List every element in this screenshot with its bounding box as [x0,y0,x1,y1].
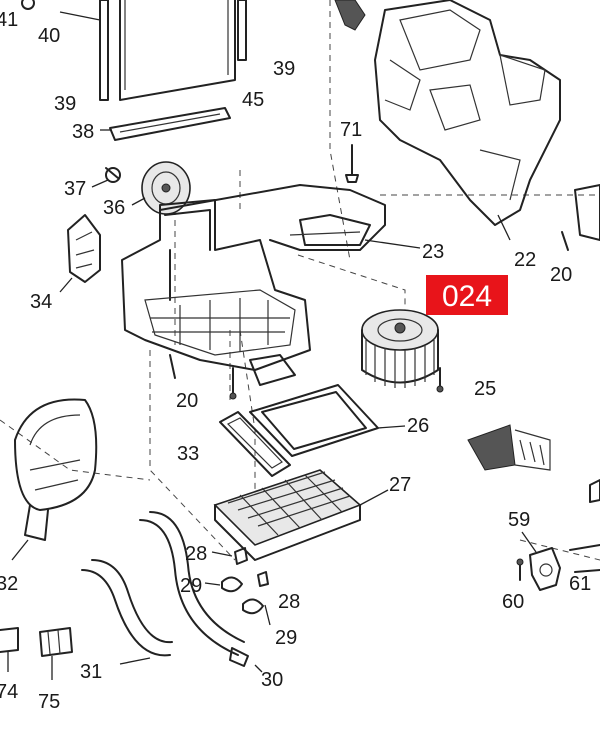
label-28-lower: 28 [278,591,300,613]
case-22 [334,0,600,251]
label-38: 38 [72,121,94,143]
seal-26 [249,384,406,457]
label-39-right: 39 [273,58,295,80]
label-29-right: 29 [275,627,297,649]
label-25: 25 [474,378,496,400]
screw-25 [436,367,444,393]
bracket-34 [59,214,101,293]
label-74: 74 [0,681,18,703]
housing-23 [159,184,421,251]
label-22: 22 [514,249,536,271]
label-59: 59 [508,509,530,531]
label-37: 37 [64,178,86,200]
screw-20 [169,354,237,400]
highlight-badge-background [426,275,508,315]
clip-37 [91,167,121,188]
label-41: 41 [0,9,18,31]
label-30: 30 [261,669,283,691]
label-60: 60 [502,591,524,613]
bracket-38 [100,107,231,141]
label-71: 71 [340,119,362,141]
label-31: 31 [80,661,102,683]
fittings-28-29 [204,547,271,626]
label-26: 26 [407,415,429,437]
screw-71 [345,144,359,183]
heater-core-27 [213,469,389,561]
highlight-badge-label: 024 [442,280,492,313]
label-33: 33 [177,443,199,465]
blower-motor-024 [361,309,439,388]
label-61: 61 [569,573,591,595]
tags-74-75 [0,627,73,680]
label-45: 45 [242,89,264,111]
label-27: 27 [389,474,411,496]
label-20-center: 20 [176,390,198,412]
seal-33 [219,411,291,477]
lower-case [121,199,311,386]
pipe-31 [81,559,173,665]
label-29-left: 29 [180,575,202,597]
label-39-left: 39 [54,93,76,115]
label-32: 32 [0,573,18,595]
highlight-badge: 024 [426,275,508,315]
pipe-30 [139,511,263,673]
label-23: 23 [422,241,444,263]
label-36: 36 [103,197,125,219]
label-34: 34 [30,291,52,313]
label-75: 75 [38,691,60,713]
actuator-59 [516,531,600,591]
callout-labels: 41 40 39 39 45 38 71 37 36 23 22 20 34 2… [0,9,591,713]
label-20-right: 20 [550,264,572,286]
label-40: 40 [38,25,60,47]
label-28-upper: 28 [185,543,207,565]
assembly-lines [0,0,600,561]
control-module-45 [21,0,247,101]
fan-wheel-36 [131,161,191,215]
connector-right [467,424,600,503]
cover-32 [11,398,98,561]
